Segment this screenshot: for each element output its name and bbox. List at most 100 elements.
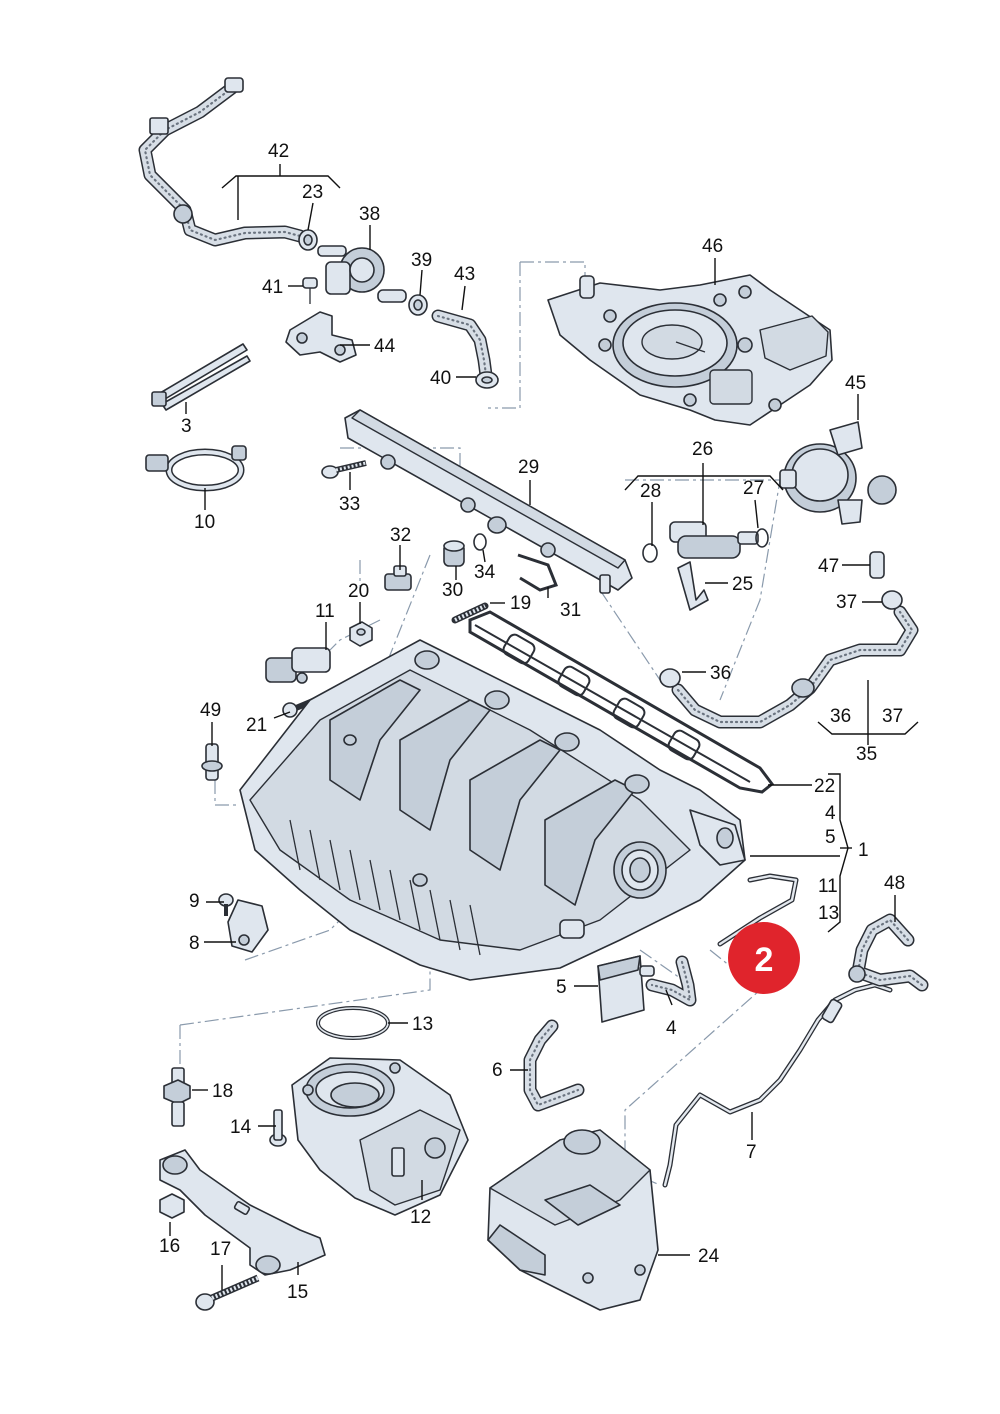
hose-clamp-40: [475, 371, 499, 389]
bracket-15: [159, 1149, 326, 1276]
callout-48: 48: [884, 873, 905, 894]
bolt-17: [195, 1274, 260, 1311]
callout-10: 10: [194, 512, 215, 533]
leader-lines: [169, 164, 919, 1290]
nut-20: [349, 621, 373, 647]
injector-26: [642, 521, 769, 563]
valve-5: [597, 955, 655, 1023]
callout-27: 27: [743, 478, 764, 499]
stud-19: [451, 602, 489, 624]
clamp-10: [145, 445, 247, 492]
callout-47: 47: [818, 556, 839, 577]
callout-22: 22: [814, 776, 835, 797]
sensor-32: [384, 565, 412, 591]
pump-45: [779, 421, 897, 525]
hose-6: [523, 1019, 585, 1112]
callout-38: 38: [359, 204, 380, 225]
callout-labels: 42 23 38 41 44 39 43 40 3 10 46 45 26 28…: [159, 141, 905, 1303]
callout-41: 41: [262, 277, 283, 298]
clamp-37: [881, 590, 903, 610]
seal-13: [316, 1006, 390, 1040]
sensor-30: [443, 540, 465, 567]
cover-46: [547, 274, 833, 426]
fuel-hose-42: [138, 77, 307, 247]
highlight-badge-label: 2: [755, 941, 774, 979]
hose-43: [431, 309, 493, 382]
throttle-body-12: [291, 1057, 469, 1216]
callout-42: 42: [268, 141, 289, 162]
callout-37: 37: [836, 592, 857, 613]
clip-31: [517, 553, 558, 592]
callout-7: 7: [746, 1142, 757, 1163]
callout-34: 34: [474, 562, 496, 583]
pipe-11: [717, 873, 799, 947]
callout-36-group: 36: [830, 706, 851, 727]
valve-38: [317, 245, 407, 303]
gasket-22: [468, 610, 775, 794]
screw-9: [218, 893, 234, 916]
callout-40: 40: [430, 368, 451, 389]
air-box-24: [487, 1129, 659, 1311]
hose-35: [671, 605, 919, 729]
cable-tie-3: [151, 343, 251, 411]
seal-34: [473, 533, 487, 551]
callout-35: 35: [856, 744, 877, 765]
fuel-rail-29: [344, 409, 633, 594]
callout-18: 18: [212, 1081, 233, 1102]
callout-11-group: 11: [818, 876, 838, 897]
highlight-badge-circle: [728, 922, 800, 994]
callout-43: 43: [454, 264, 475, 285]
callout-17: 17: [210, 1239, 231, 1260]
callout-26: 26: [692, 439, 713, 460]
callout-36: 36: [710, 663, 731, 684]
callout-25: 25: [732, 574, 753, 595]
fitting-47: [869, 551, 885, 579]
callout-44: 44: [374, 336, 396, 357]
callout-12: 12: [410, 1207, 431, 1228]
callout-13: 13: [412, 1014, 433, 1035]
callout-8: 8: [189, 933, 200, 954]
callout-13-group: 13: [818, 903, 839, 924]
sensor-11: [265, 647, 331, 684]
callout-31: 31: [560, 600, 581, 621]
callout-11: 11: [315, 601, 335, 622]
callout-5: 5: [556, 977, 567, 998]
callout-9: 9: [189, 891, 200, 912]
hose-48: [848, 913, 929, 992]
callout-39: 39: [411, 250, 432, 271]
callout-49: 49: [200, 700, 221, 721]
callout-20: 20: [348, 581, 369, 602]
callout-14: 14: [230, 1117, 252, 1138]
bolt-33: [321, 460, 367, 479]
callout-5-group: 5: [825, 827, 836, 848]
callout-33: 33: [339, 494, 360, 515]
screw-41: [302, 277, 318, 304]
intake-manifold-1: [239, 639, 746, 981]
clip-25: [677, 561, 709, 611]
stud-18: [163, 1067, 191, 1127]
callout-16: 16: [159, 1236, 180, 1257]
hose-7: [662, 982, 893, 1188]
nut-16: [159, 1193, 185, 1219]
screw-14: [269, 1109, 287, 1147]
callout-29: 29: [518, 457, 539, 478]
bracket-44: [285, 311, 357, 363]
callout-37-group: 37: [882, 706, 903, 727]
callout-1: 1: [858, 840, 869, 861]
callout-30: 30: [442, 580, 463, 601]
callout-32: 32: [390, 525, 411, 546]
callout-45: 45: [845, 373, 866, 394]
highlight-badge: 2: [728, 922, 800, 994]
callout-28: 28: [640, 481, 661, 502]
callout-3: 3: [181, 416, 192, 437]
callout-15: 15: [287, 1282, 308, 1303]
callout-19: 19: [510, 593, 531, 614]
callout-46: 46: [702, 236, 723, 257]
sensor-8: [227, 899, 269, 953]
clamp-36: [659, 668, 681, 688]
callout-4: 4: [666, 1018, 677, 1039]
callout-6: 6: [492, 1060, 503, 1081]
hose-clamp-39: [408, 294, 428, 316]
